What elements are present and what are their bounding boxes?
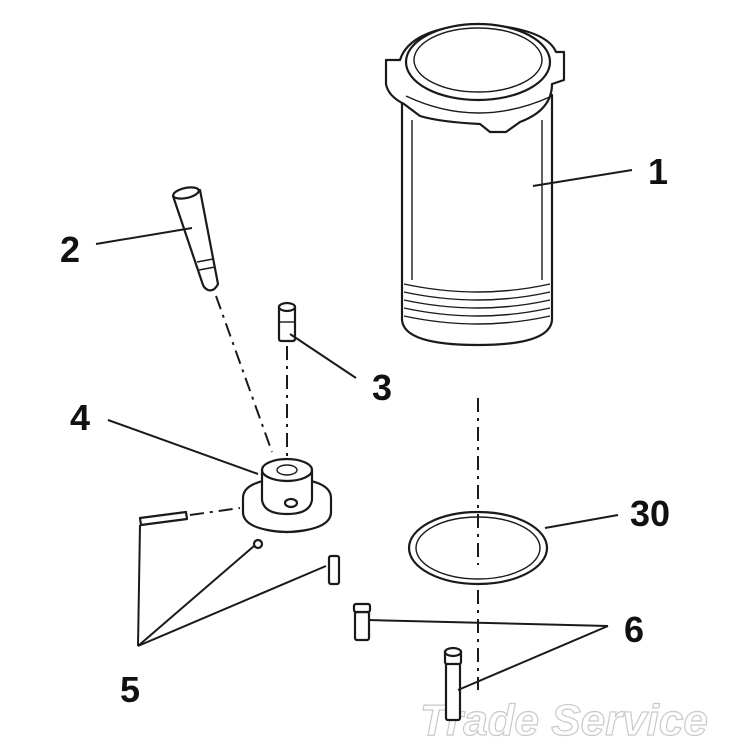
assembly-centerlines — [189, 295, 479, 690]
callout-2: 2 — [60, 229, 80, 270]
callout-labels: 1 2 3 4 30 6 5 — [60, 151, 670, 710]
callout-3: 3 — [372, 367, 392, 408]
housing-cylinder-part-1 — [384, 22, 566, 347]
callout-6: 6 — [624, 609, 644, 650]
hub-base-part-4 — [241, 457, 333, 550]
bolts-part-6 — [352, 602, 463, 722]
pin-part-2 — [171, 186, 220, 292]
trade-service-watermark: Trade Service — [419, 695, 708, 745]
callout-5: 5 — [120, 669, 140, 710]
small-pins-part-5 — [138, 510, 341, 586]
leader-lines — [95, 169, 633, 691]
callout-4: 4 — [70, 397, 90, 438]
callout-30: 30 — [630, 493, 670, 534]
svg-text:Trade Service: Trade Service — [420, 696, 708, 745]
screw-part-3 — [277, 301, 297, 343]
callout-1: 1 — [648, 151, 668, 192]
